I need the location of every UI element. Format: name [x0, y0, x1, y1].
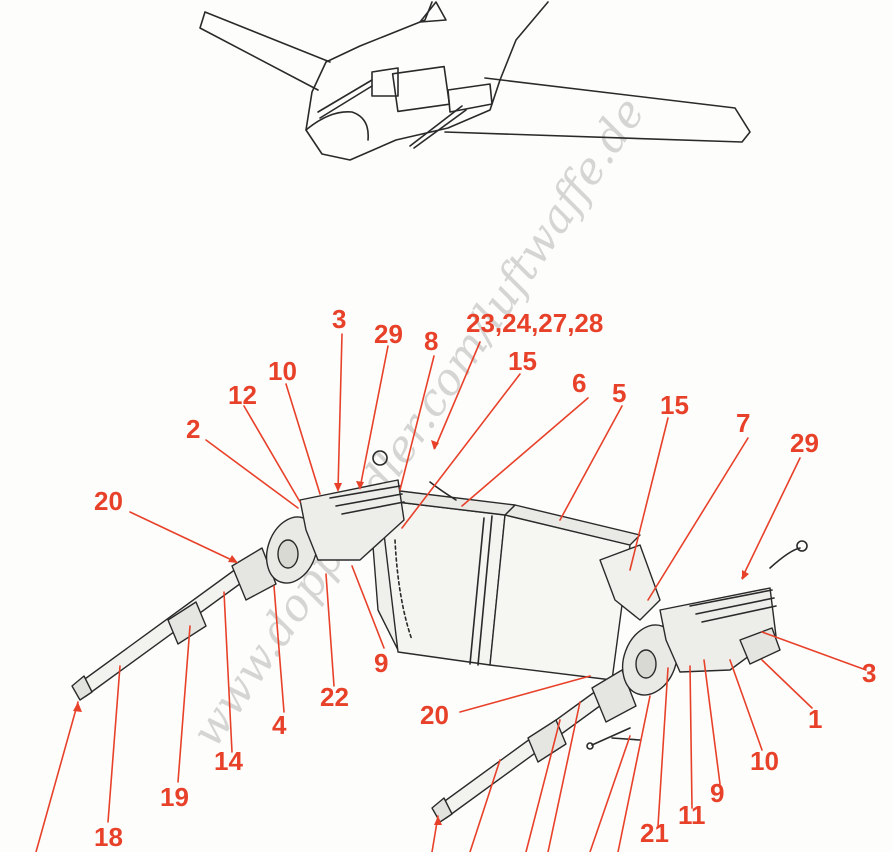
aircraft-silhouette: [199, 1, 751, 161]
callout-12: 12: [228, 380, 257, 410]
leader-29-top: [359, 345, 389, 489]
leader-10-top: [285, 383, 321, 495]
callout-8: 8: [424, 326, 438, 356]
leader-6: [461, 397, 589, 507]
callout-1: 1: [808, 704, 822, 734]
leader-5: [559, 405, 623, 521]
ammunition-box: [369, 489, 661, 681]
leader-22: [325, 573, 335, 687]
leader-18: [107, 665, 121, 823]
leader-bottom-3: [525, 719, 561, 852]
callout-7: 7: [736, 408, 750, 438]
leader-7: [647, 437, 749, 601]
leader-19: [177, 625, 191, 783]
leader-12: [243, 405, 301, 503]
callout-14: 14: [214, 746, 243, 776]
leader-bottom-2: [469, 759, 501, 852]
leader-14: [223, 591, 233, 753]
leader-21: [657, 667, 669, 827]
callout-2: 2: [186, 414, 200, 444]
leader-bottom-4: [547, 701, 581, 852]
callout-3-right: 3: [862, 658, 876, 688]
leader-lines: [35, 333, 867, 852]
leader-11: [689, 665, 693, 809]
left-cannon: [71, 450, 457, 701]
leader-3-right: [761, 631, 867, 671]
callout-10-right: 10: [750, 746, 779, 776]
callout-15-right: 15: [660, 390, 689, 420]
callout-23-24-27-28: 23,24,27,28: [466, 308, 603, 338]
callout-5: 5: [612, 378, 626, 408]
leader-4: [273, 585, 285, 713]
callout-11: 11: [678, 800, 706, 830]
callout-29-right: 29: [790, 428, 819, 458]
leader-20-left: [129, 511, 237, 563]
right-cannon: [431, 540, 808, 823]
leader-2: [205, 439, 299, 509]
callout-9-right: 9: [710, 778, 724, 808]
callout-20-right: 20: [420, 700, 449, 730]
leader-15-right: [629, 417, 669, 571]
leader-29-right: [741, 457, 801, 579]
callout-18: 18: [94, 822, 123, 852]
leader-bottom-left-arrow: [35, 701, 79, 852]
callout-labels: 3 29 8 23,24,27,28 15 6 5 15 7 29 10 12 …: [94, 304, 876, 852]
leader-8: [399, 355, 435, 491]
leader-20-right: [459, 675, 591, 713]
callout-3-top: 3: [332, 304, 346, 334]
callout-22: 22: [320, 682, 349, 712]
callout-29-top: 29: [374, 319, 403, 349]
leader-9-right: [703, 659, 721, 785]
leader-15-left: [401, 373, 521, 529]
callout-15-left: 15: [508, 346, 537, 376]
leader-1: [761, 659, 813, 709]
callout-10-top: 10: [268, 356, 297, 386]
callout-21: 21: [640, 818, 669, 848]
leader-bottom-6: [617, 695, 651, 852]
leader-3-top: [337, 333, 343, 491]
callout-20-left: 20: [94, 486, 123, 516]
leader-10-right: [729, 659, 763, 751]
leader-arrowheads: [73, 440, 749, 825]
callout-9-left: 9: [374, 648, 388, 678]
callout-19: 19: [160, 782, 189, 812]
leader-23: [434, 341, 481, 449]
leader-9-left: [351, 565, 385, 649]
leader-bottom-5: [589, 735, 631, 852]
callout-6: 6: [572, 368, 586, 398]
callout-4: 4: [272, 710, 287, 740]
